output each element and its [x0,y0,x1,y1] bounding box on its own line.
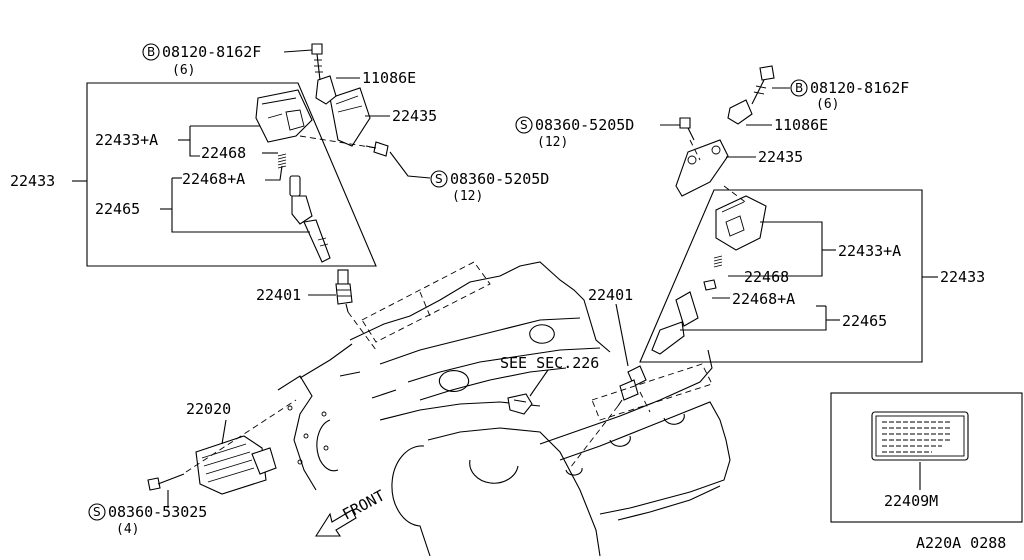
label-22468-right: 22468 [744,268,789,286]
left-coil [255,89,313,143]
right-bracket-11086E [727,99,753,125]
right-spring [713,255,723,268]
front-arrow-icon [314,509,357,537]
right-bolt [751,65,775,105]
screw-module-qty: (4) [116,522,139,537]
right-cable [651,279,717,355]
left-bracket-11086E [315,75,337,105]
screw-left-qty: (12) [452,189,483,204]
left-spring [277,153,287,169]
label-front: FRONT [339,486,387,523]
bolt-right-symbol-letter: B [795,81,803,95]
module-screw [147,473,185,491]
label-22435-left: 22435 [392,107,437,125]
left-group-box [86,82,377,267]
screw-right-qty: (12) [537,135,568,150]
left-spark-plug [335,269,353,313]
bolt-right-symbol [790,79,808,97]
knock-sensor [507,393,533,415]
label-22435-right: 22435 [758,148,803,166]
screw-module-part-no: 08360-53025 [108,503,207,521]
screw-left-symbol [430,170,448,188]
label-22433A-left: 22433+A [95,131,158,149]
right-screw [679,117,695,141]
ignition-module [195,435,277,495]
label-22433A-right: 22433+A [838,242,901,260]
label-see-sec: SEE SEC.226 [500,354,599,372]
label-22409M-box [830,392,1023,523]
right-bracket-22435 [675,139,729,197]
right-coil [715,195,767,251]
label-22465-left: 22465 [95,200,140,218]
bolt-right-part-no: 08120-8162F [810,79,909,97]
reference-code: A220A 0288 [916,534,1006,552]
label-22020: 22020 [186,400,231,418]
label-22433-left: 22433 [10,172,55,190]
bolt-left-symbol [142,43,160,61]
label-22468A-right: 22468+A [732,290,795,308]
screw-right-part-no: 08360-5205D [535,116,634,134]
screw-left-part-no: 08360-5205D [450,170,549,188]
label-22409M: 22409M [884,492,938,510]
label-22433-right: 22433 [940,268,985,286]
label-22465-right: 22465 [842,312,887,330]
label-22401-right: 22401 [588,286,633,304]
label-11086E-right: 11086E [774,116,828,134]
screw-module-symbol [88,503,106,521]
screw-right-symbol-letter: S [520,118,528,132]
label-11086E-left: 11086E [362,69,416,87]
left-screw [365,141,389,157]
right-spark-plug [617,365,647,407]
right-group-box [639,189,923,363]
left-cable [289,175,331,263]
screw-module-symbol-letter: S [93,505,101,519]
bolt-left-symbol-letter: B [147,45,155,59]
screw-right-symbol [515,116,533,134]
label-22468-left: 22468 [201,144,246,162]
left-bolt [311,43,323,81]
bolt-right-qty: (6) [816,97,839,112]
caution-label [871,411,969,461]
left-bracket-22435 [329,87,371,147]
label-22401-left: 22401 [256,286,301,304]
label-22468A-left: 22468+A [182,170,245,188]
bolt-left-qty: (6) [172,63,195,78]
screw-left-symbol-letter: S [435,172,443,186]
bolt-left-part-no: 08120-8162F [162,43,261,61]
